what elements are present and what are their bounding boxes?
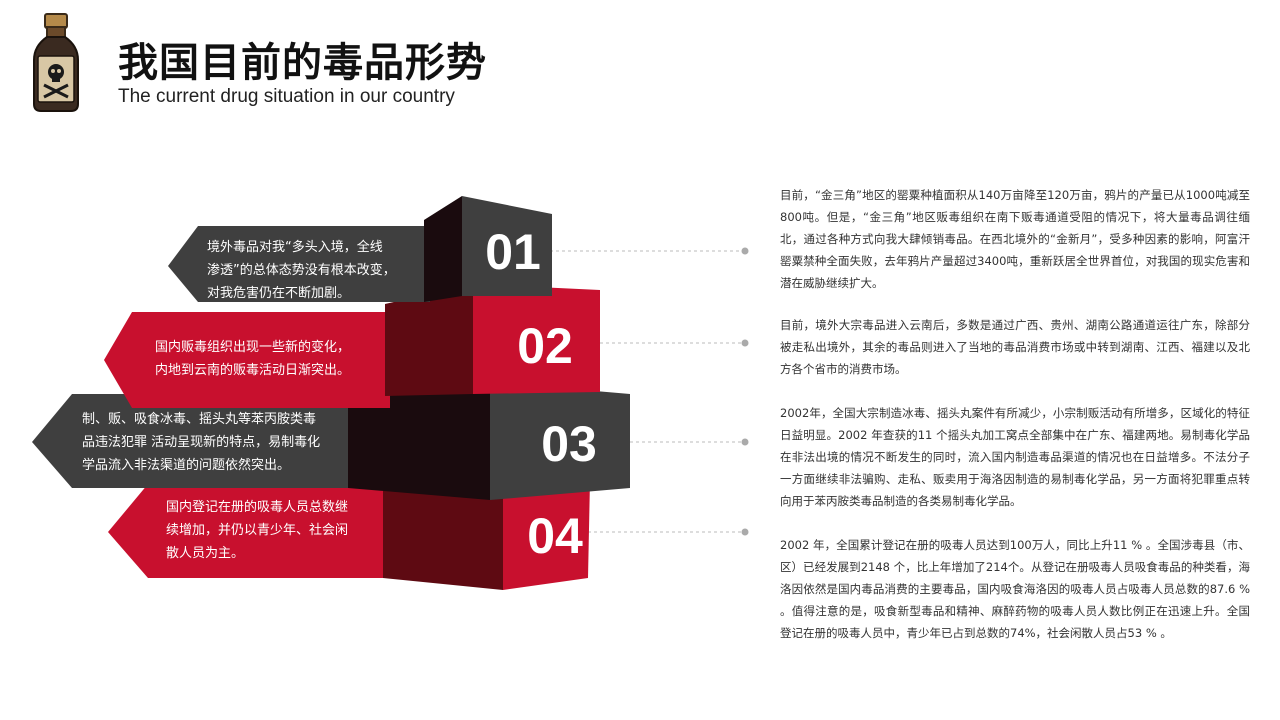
page-subtitle: The current drug situation in our countr… bbox=[118, 86, 455, 107]
item-number-03: 03 bbox=[541, 416, 597, 472]
connector-lines bbox=[550, 250, 742, 533]
block-01 bbox=[168, 196, 552, 302]
poison-bottle-icon bbox=[33, 13, 79, 112]
item-detail-01: 目前，“金三角”地区的罂粟种植面积从140万亩降至120万亩，鸦片的产量已从10… bbox=[780, 188, 1250, 290]
page-title: 我国目前的毒品形势 bbox=[118, 40, 487, 86]
item-detail-04: 2002 年，全国累计登记在册的吸毒人员达到100万人，同比上升11 % 。全国… bbox=[780, 538, 1250, 640]
item-number-04: 04 bbox=[527, 508, 583, 564]
item-summary-01: 境外毒品对我“多头入境，全线 渗透”的总体态势没有根本改变， 对我危害仍在不断加… bbox=[207, 240, 396, 301]
item-summary-02: 国内贩毒组织出现一些新的变化， 内地到云南的贩毒活动日渐突出。 bbox=[155, 340, 351, 378]
block-04 bbox=[108, 480, 590, 590]
block-02 bbox=[104, 284, 600, 408]
item-summary-03: 制、贩、吸食冰毒、摇头丸等苯丙胺类毒 品违法犯罪 活动呈现新的特点，易制毒化 学… bbox=[82, 412, 321, 473]
stacked-blocks-diagram bbox=[32, 196, 749, 590]
item-number-01: 01 bbox=[485, 224, 541, 280]
item-detail-03: 2002年，全国大宗制造冰毒、摇头丸案件有所减少，小宗制贩活动有所增多，区域化的… bbox=[780, 406, 1250, 508]
connector-dots bbox=[741, 247, 749, 536]
item-detail-02: 目前，境外大宗毒品进入云南后，多数是通过广西、贵州、湖南公路通道运往广东，除部分… bbox=[780, 318, 1250, 376]
item-number-02: 02 bbox=[517, 318, 573, 374]
block-03 bbox=[32, 382, 630, 500]
item-summary-04: 国内登记在册的吸毒人员总数继 续增加，并仍以青少年、社会闲 散人员为主。 bbox=[166, 500, 349, 561]
